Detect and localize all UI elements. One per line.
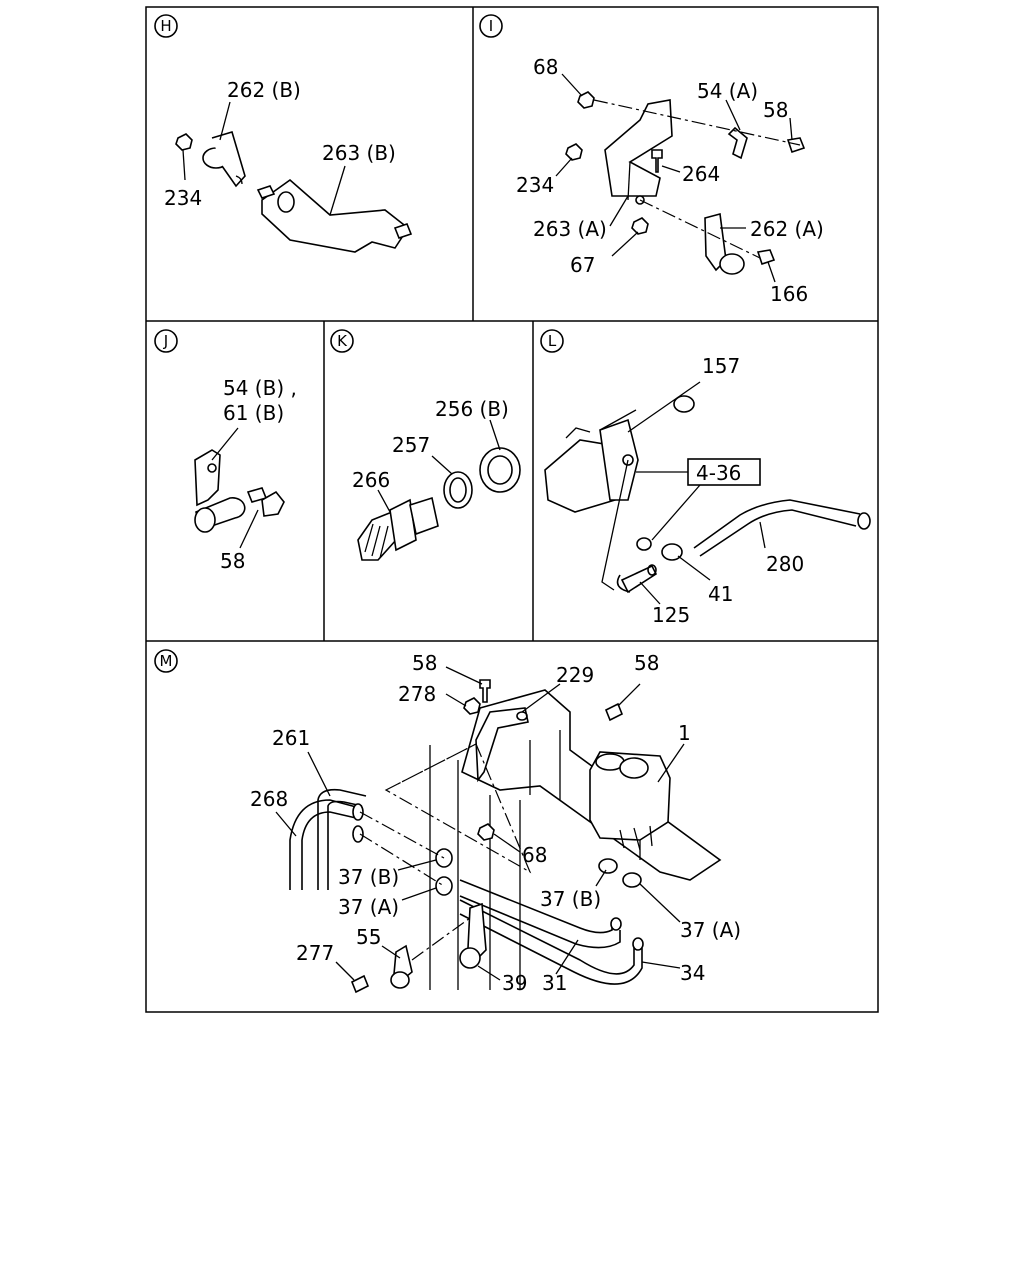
label-229: 229 [556, 663, 594, 687]
label-54a: 54 (A) [697, 79, 758, 103]
label-39: 39 [502, 971, 527, 995]
ring-257-drawing [443, 471, 473, 509]
clamp-41-drawing [636, 537, 683, 561]
panel-h: H 262 (B) 263 (B) 234 [154, 14, 413, 253]
reservoir-1-drawing [589, 751, 671, 851]
label-257: 257 [392, 433, 430, 457]
label-263a: 263 (A) [533, 217, 607, 241]
panel-j: J 54 (B) , 61 (B) 58 [154, 329, 297, 573]
clamp-54a-drawing [727, 126, 748, 160]
panel-m: M [154, 649, 741, 995]
label-125: 125 [652, 603, 690, 627]
panel-m-badge: M [154, 649, 178, 673]
label-37a-2: 37 (A) [680, 918, 741, 942]
panel-i: I 68 54 [479, 14, 824, 306]
label-277: 277 [296, 941, 334, 965]
label-37b-1: 37 (B) [338, 865, 399, 889]
label-264: 264 [682, 162, 720, 186]
bracket-263a-drawing [604, 99, 673, 205]
label-263b: 263 (B) [322, 141, 396, 165]
svg-text:J: J [163, 332, 168, 350]
panel-k: K 256 (B) 257 266 [330, 329, 521, 561]
label-68-i: 68 [533, 55, 558, 79]
ring-157-drawing [673, 395, 695, 413]
clamps-m-drawing [390, 848, 642, 989]
panel-frames [145, 6, 879, 1013]
label-166: 166 [770, 282, 808, 306]
panel-i-badge: I [479, 14, 503, 38]
panel-j-badge: J [154, 329, 178, 353]
label-157: 157 [702, 354, 740, 378]
clamp-54b-drawing [194, 449, 246, 533]
svg-text:L: L [548, 332, 557, 350]
label-54b: 54 (B) , [223, 376, 297, 400]
pump-drawing [544, 409, 639, 513]
bracket-263b-drawing [256, 178, 413, 253]
label-256b: 256 (B) [435, 397, 509, 421]
panel-l-badge: L [540, 329, 564, 353]
hoses-261-268-drawing [289, 788, 367, 890]
label-58-m1: 58 [412, 651, 437, 675]
clamp-262a-drawing [704, 212, 745, 275]
panel-h-badge: H [154, 14, 178, 38]
fitting-266-drawing [357, 496, 439, 561]
label-1: 1 [678, 721, 691, 745]
fasteners-m-drawing [350, 679, 624, 994]
bolt-58-j-drawing [246, 487, 285, 517]
label-4-36-ref[interactable]: 4-36 [696, 461, 741, 485]
label-67: 67 [570, 253, 595, 277]
label-58-i: 58 [763, 98, 788, 122]
label-262a: 262 (A) [750, 217, 824, 241]
pipes-31-34-drawing [459, 879, 644, 985]
clamp-262b-drawing [202, 131, 246, 188]
hose-280-drawing [693, 499, 871, 557]
svg-text:I: I [489, 17, 493, 35]
label-68-m: 68 [522, 843, 547, 867]
label-34: 34 [680, 961, 705, 985]
nut-234-drawing [175, 133, 193, 151]
label-55: 55 [356, 925, 381, 949]
label-234-i: 234 [516, 173, 554, 197]
label-278: 278 [398, 682, 436, 706]
label-31: 31 [542, 971, 567, 995]
label-262b: 262 (B) [227, 78, 301, 102]
label-266: 266 [352, 468, 390, 492]
panel-l: L 157 [540, 329, 871, 627]
svg-text:M: M [160, 652, 173, 670]
svg-text:H: H [160, 17, 171, 35]
label-58-j: 58 [220, 549, 245, 573]
label-280: 280 [766, 552, 804, 576]
label-37b-2: 37 (B) [540, 887, 601, 911]
label-61b: 61 (B) [223, 401, 284, 425]
svg-text:K: K [337, 332, 348, 350]
pipe-125-drawing [616, 564, 658, 594]
label-58-m2: 58 [634, 651, 659, 675]
label-37a-1: 37 (A) [338, 895, 399, 919]
panel-k-badge: K [330, 329, 354, 353]
label-268: 268 [250, 787, 288, 811]
nut-256b-drawing [479, 447, 521, 493]
label-41: 41 [708, 582, 733, 606]
label-261: 261 [272, 726, 310, 750]
label-234-h: 234 [164, 186, 202, 210]
